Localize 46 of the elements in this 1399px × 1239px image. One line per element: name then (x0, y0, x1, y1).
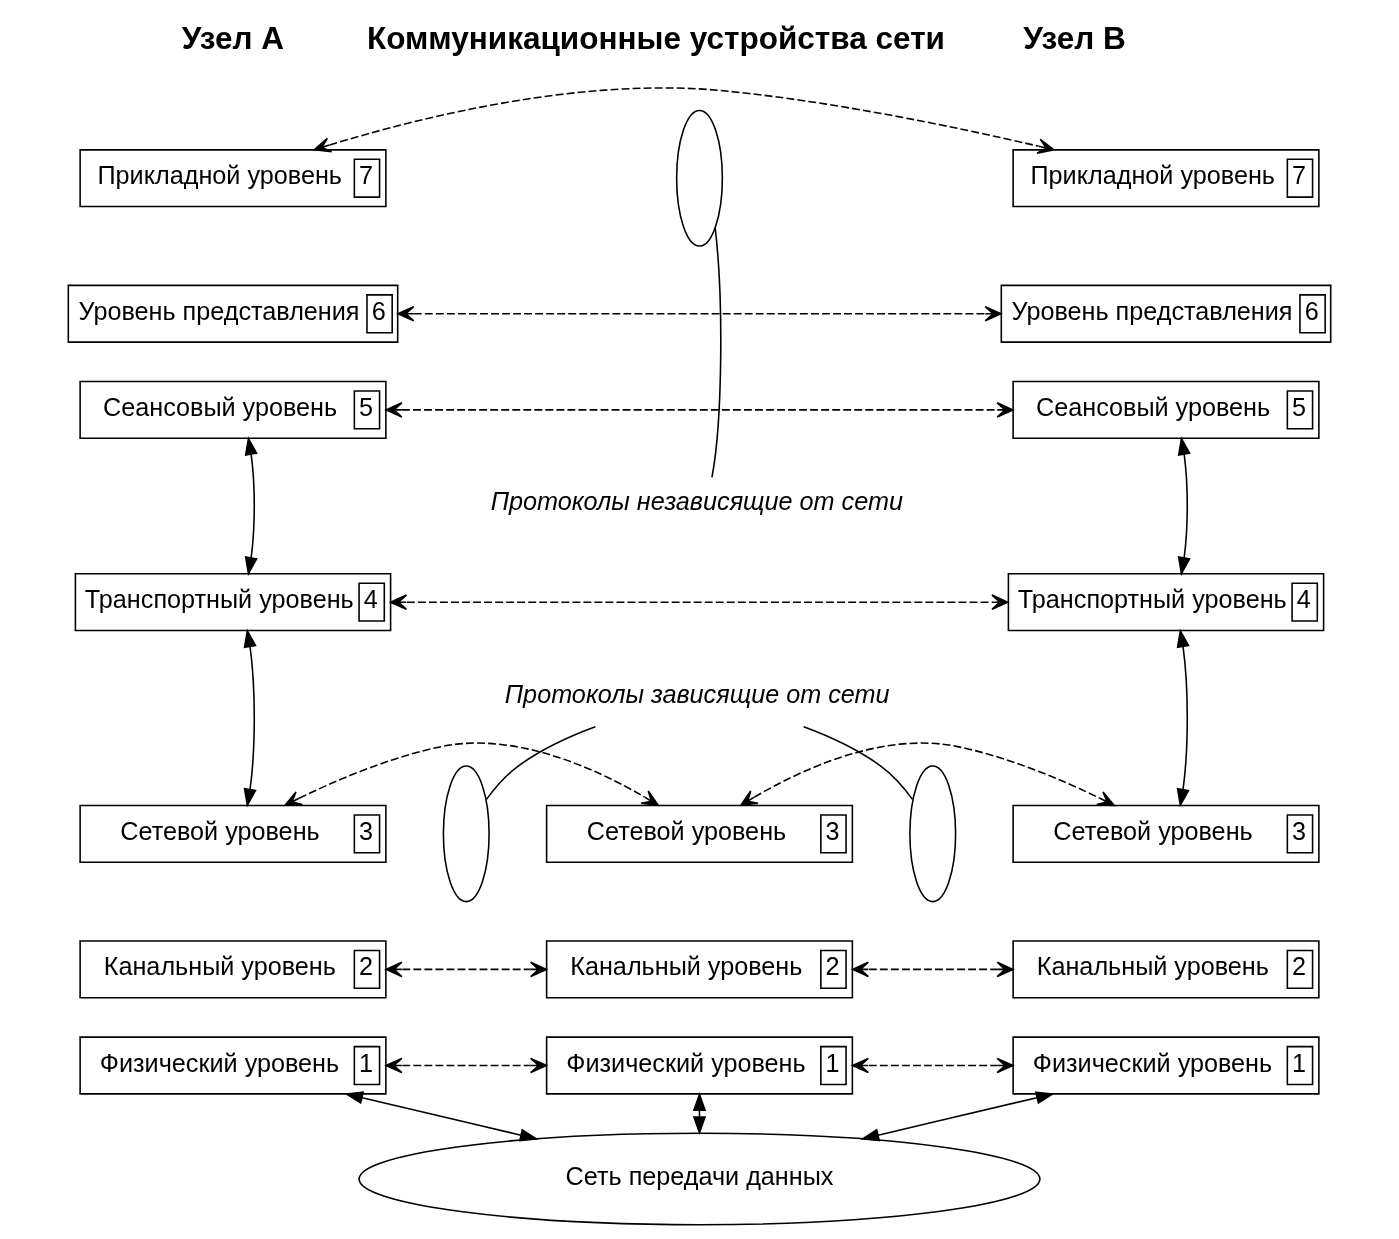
connector (485, 726, 597, 801)
node-box: Канальный уровень 2 (545, 940, 854, 999)
arrow (389, 594, 1009, 611)
node-box: Физический уровень 1 (1012, 1036, 1320, 1095)
arrow (851, 1057, 1014, 1074)
node-box: Канальный уровень 2 (79, 940, 387, 999)
arrow (385, 961, 548, 978)
node-box: Сетевой уровень 3 (1012, 804, 1320, 863)
label: Коммуникационные устройства сети (366, 19, 945, 56)
arrow (284, 742, 659, 807)
node-box: Сеансовый уровень 5 (79, 380, 387, 440)
node-box: Транспортный уровень 4 (1007, 573, 1325, 632)
node-box: Уровень представления 6 (67, 284, 399, 343)
arrow (344, 1091, 539, 1142)
node-box: Прикладной уровень 7 (1012, 149, 1320, 208)
node-box: Сетевой уровень 3 (79, 804, 387, 863)
arrow (692, 1091, 707, 1136)
node-ellipse: Сеть передачи данных (358, 1132, 1041, 1226)
node-box: Уровень представления 6 (1000, 284, 1332, 343)
node-ellipse (442, 765, 490, 903)
arrow (313, 87, 1055, 154)
node-text: Протоколы зависящие от сети (504, 679, 890, 708)
node-box: Транспортный уровень 4 (74, 573, 392, 632)
arrow (740, 742, 1115, 807)
node-box: Сеансовый уровень 5 (1012, 380, 1320, 440)
node-ellipse (909, 765, 957, 903)
arrow (385, 1057, 548, 1074)
arrow (243, 628, 257, 808)
node-text: Протоколы независящие от сети (490, 487, 903, 516)
node-box: Физический уровень 1 (545, 1036, 854, 1095)
node-box: Физический уровень 1 (79, 1036, 387, 1095)
arrow (860, 1091, 1055, 1142)
arrow (244, 436, 258, 576)
arrow (1177, 436, 1191, 576)
node-box: Сетевой уровень 3 (545, 804, 854, 863)
arrow (1176, 628, 1190, 808)
label: Узел А (181, 19, 285, 56)
node-box: Прикладной уровень 7 (79, 149, 387, 208)
node-box: Канальный уровень 2 (1012, 940, 1320, 999)
label: Узел В (1023, 19, 1126, 56)
connector (802, 726, 914, 801)
connector (711, 226, 722, 479)
arrow (397, 305, 1002, 322)
arrow (851, 961, 1014, 978)
node-ellipse (675, 109, 724, 247)
arrow (385, 402, 1014, 418)
